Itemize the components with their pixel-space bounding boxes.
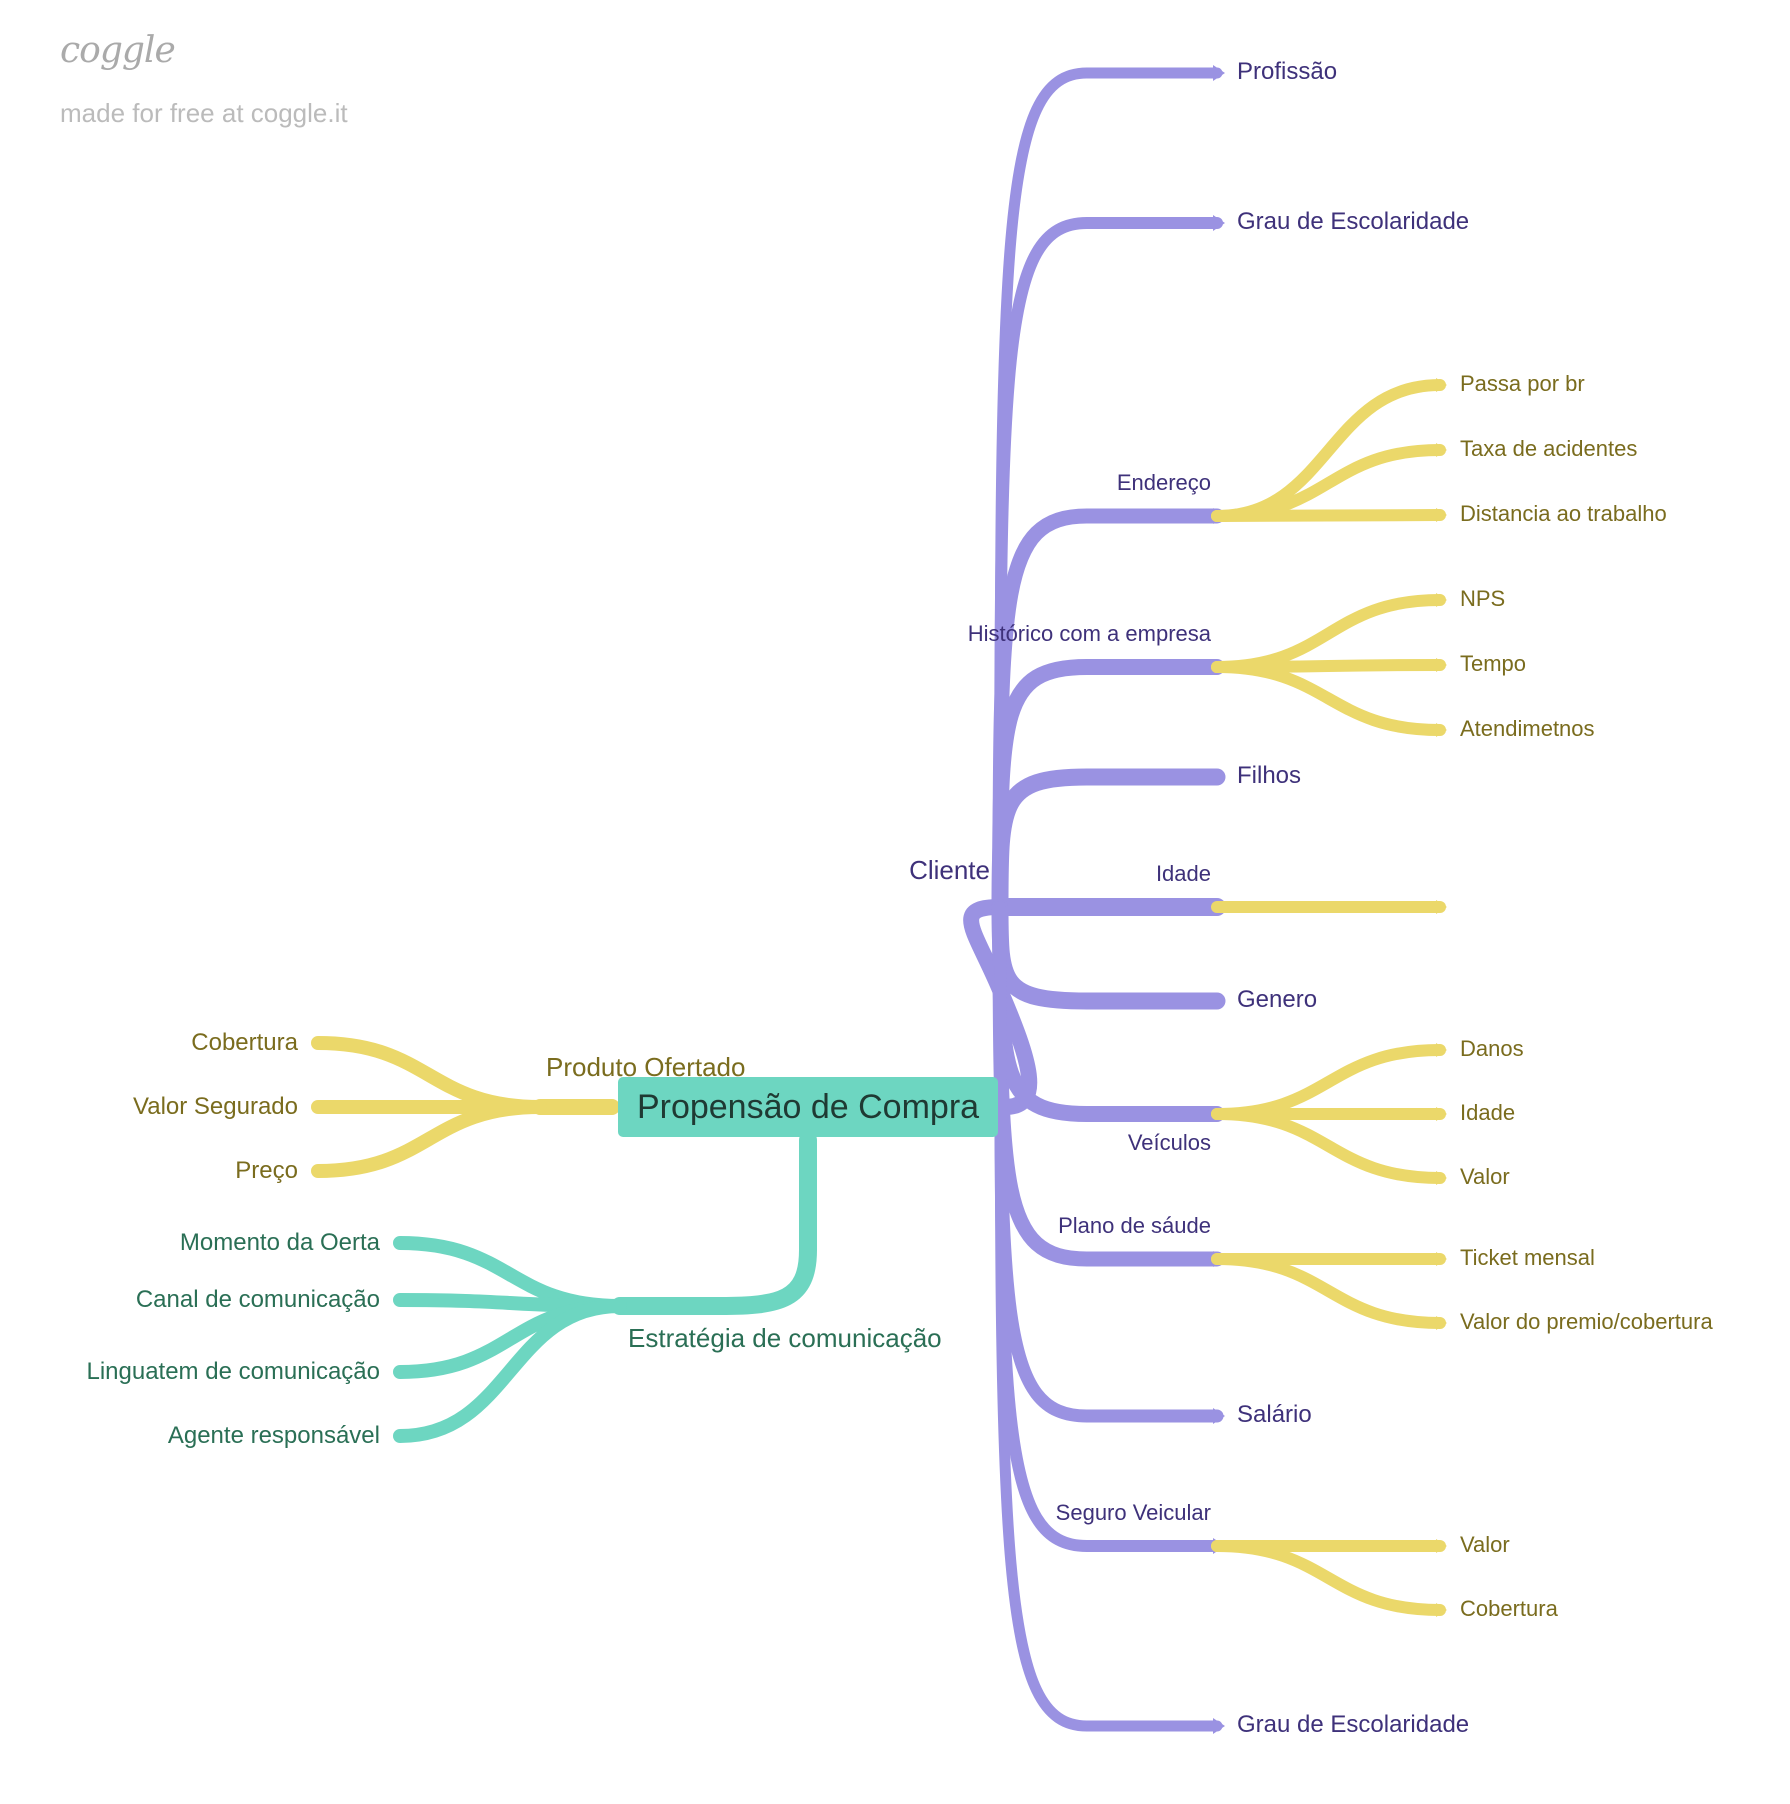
estrategia-connector (611, 1131, 817, 1315)
branch-leaf-cobertura (1211, 1540, 1446, 1616)
branch-leaf-valor (1211, 1108, 1446, 1184)
leaf-produto-cobertura[interactable]: Cobertura (191, 1029, 298, 1056)
branch-tip (1213, 769, 1225, 785)
leaf-cobertura[interactable]: Cobertura (1460, 1596, 1558, 1621)
leaf-tip (1436, 1171, 1447, 1185)
node-grau-de-escolaridade-1[interactable]: Grau de Escolaridade (1237, 208, 1470, 235)
branch-cliente-grau-de-escolaridade (994, 901, 1223, 1732)
leaf-tip (1436, 508, 1447, 522)
node-idade-5[interactable]: Idade (1155, 861, 1211, 886)
branch-leaf-atendimetnos (1211, 661, 1446, 736)
branch-leaf-valor-do-premio-cobertura (1211, 1253, 1446, 1329)
branch-cliente-endereco (992, 508, 1225, 915)
leaf-tip (1436, 1539, 1447, 1553)
leaf-taxa-de-acidentes[interactable]: Taxa de acidentes (1460, 436, 1638, 461)
branch-cliente-salario (993, 900, 1224, 1423)
leaf-tip (1436, 593, 1447, 607)
leaf-valor[interactable]: Valor (1460, 1532, 1510, 1557)
branch-cliente-filhos (991, 768, 1226, 916)
node-grau-de-escolaridade-11[interactable]: Grau de Escolaridade (1237, 1711, 1470, 1738)
node-genero-6[interactable]: Genero (1237, 986, 1318, 1013)
coggle-logo: coggle (60, 30, 176, 71)
leaf-tip (1436, 378, 1447, 392)
node-veiculos-7[interactable]: Veículos (1127, 1130, 1211, 1155)
branch-leaf-nps (1211, 594, 1446, 673)
leaf-tip (1436, 723, 1447, 737)
node-profissao-0[interactable]: Profissão (1237, 58, 1338, 85)
leaf-tip (1436, 900, 1447, 914)
watermark-caption: made for free at coggle.it (60, 98, 348, 128)
leaf-estrategia-agente-responsavel[interactable]: Agente responsável (167, 1422, 380, 1449)
leaf-produto-valor-segurado[interactable]: Valor Segurado (133, 1093, 298, 1120)
leaf-valor-do-premio-cobertura[interactable]: Valor do premio/cobertura (1460, 1309, 1713, 1334)
leaf-produto-preco[interactable]: Preço (235, 1157, 298, 1184)
leaf-distancia-ao-trabalho[interactable]: Distancia ao trabalho (1460, 501, 1667, 526)
branch-leaf-danos (1211, 1044, 1446, 1120)
node-historico-com-a-empresa-3[interactable]: Histórico com a empresa (967, 621, 1211, 646)
branch-tip (1213, 65, 1225, 81)
node-cliente[interactable]: Cliente (909, 855, 990, 885)
leaf-tip (1436, 443, 1447, 457)
branch-cliente-genero (991, 898, 1226, 1010)
node-salario-9[interactable]: Salário (1237, 1401, 1312, 1428)
leaf-estrategia-canal-de-comunicacao[interactable]: Canal de comunicação (135, 1286, 380, 1313)
leaf-tip (1436, 1043, 1447, 1057)
node-plano-de-saude-8[interactable]: Plano de sáude (1058, 1213, 1211, 1238)
leaf-atendimetnos[interactable]: Atendimetnos (1460, 716, 1595, 741)
node-endereco-2[interactable]: Endereço (1116, 470, 1211, 495)
node-seguro-veicular-10[interactable]: Seguro Veicular (1055, 1500, 1211, 1525)
leaf-estrategia-linguatem-de-comunicacao[interactable]: Linguatem de comunicação (86, 1358, 380, 1385)
node-filhos-4[interactable]: Filhos (1237, 762, 1302, 789)
branch-cliente-grau-de-escolaridade (994, 217, 1223, 913)
node-estrategia-comunicacao[interactable]: Estratégia de comunicação (628, 1323, 942, 1353)
branch-tip (1213, 1718, 1225, 1734)
leaf-tip (1436, 1252, 1447, 1266)
leaf-tip (1436, 1107, 1447, 1121)
branch-produto-preco (311, 1100, 547, 1178)
leaf-tip (1436, 1316, 1447, 1330)
branch-tip (1213, 993, 1225, 1009)
branch-estrategia-agente-responsavel (393, 1299, 627, 1443)
branch-leaf-distancia-ao-trabalho (1211, 509, 1446, 522)
branch-tip (1213, 215, 1225, 231)
branch-produto-cobertura (311, 1036, 547, 1114)
leaf-passa-por-br[interactable]: Passa por br (1460, 371, 1585, 396)
leaf-tempo[interactable]: Tempo (1460, 651, 1527, 676)
leaf-idade[interactable]: Idade (1460, 1100, 1516, 1125)
root-node[interactable]: Propensão de Compra (618, 1077, 998, 1137)
leaf-estrategia-momento-da-oerta[interactable]: Momento da Oerta (179, 1229, 380, 1256)
leaf-tip (1436, 658, 1447, 672)
branch-tip (1213, 1408, 1225, 1424)
leaf-valor[interactable]: Valor (1460, 1164, 1510, 1189)
leaf-danos[interactable]: Danos (1460, 1036, 1524, 1061)
leaf-ticket-mensal[interactable]: Ticket mensal (1460, 1245, 1595, 1270)
leaf-tip (1436, 1603, 1447, 1617)
node-produto-ofertado[interactable]: Produto Ofertado (546, 1052, 746, 1082)
leaf-nps[interactable]: NPS (1460, 586, 1506, 611)
